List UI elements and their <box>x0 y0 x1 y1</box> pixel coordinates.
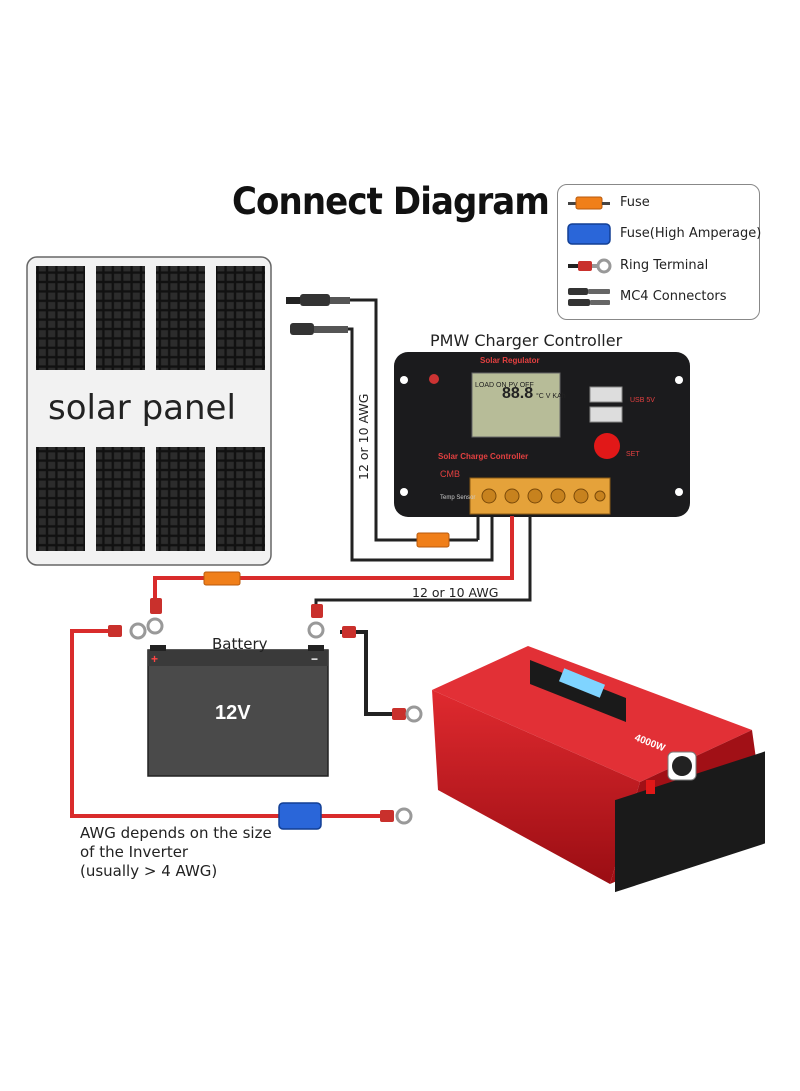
battery-positive-wire <box>153 516 514 610</box>
battery-plus: + <box>151 652 158 666</box>
note-line: of the Inverter <box>80 843 189 861</box>
controller-usb-text: USB 5V <box>630 397 655 404</box>
controller-label: PMW Charger Controller <box>430 331 623 350</box>
inverter-negative-wire <box>340 630 396 716</box>
fuse-high-amperage-icon <box>567 223 611 245</box>
lcd-status-text: LOAD ON PV OFF <box>475 382 534 389</box>
mc4-connectors-icon <box>568 288 610 306</box>
charge-controller: Solar Regulator LOAD ON PV OFF 88.8 °C V… <box>394 352 690 517</box>
pv-positive-wire <box>350 298 426 542</box>
legend-item-mc4-connectors: MC4 Connectors <box>558 285 758 309</box>
controller-top-text: Solar Regulator <box>480 356 540 365</box>
ring-terminal-icon <box>146 598 325 639</box>
lcd-digits: 88.8 <box>502 385 533 402</box>
fuse-icon <box>416 532 450 548</box>
controller-bottom-text: Solar Charge Controller <box>438 452 528 461</box>
battery-voltage: 12V <box>215 702 251 724</box>
battery-negative-wire <box>314 516 532 618</box>
controller-cmb-text: CMB <box>440 469 460 479</box>
legend-label: Ring Terminal <box>620 258 709 273</box>
legend: Fuse Fuse(High Amperage) Ring Terminal M… <box>557 184 762 320</box>
mc4-connector-pair <box>286 294 350 335</box>
legend-label: MC4 Connectors <box>620 289 727 304</box>
diagram-title: Connect Diagram <box>232 180 550 223</box>
ring-terminal-icon <box>380 807 413 825</box>
inverter: 4000W <box>432 646 765 893</box>
controller-temp-text: Temp Sensor <box>440 495 475 501</box>
awg-note: AWG depends on the size of the Inverter … <box>80 824 272 881</box>
solar-panel <box>26 256 272 566</box>
legend-item-ring-terminal: Ring Terminal <box>558 254 758 278</box>
legend-label: Fuse(High Amperage) <box>620 226 762 241</box>
ring-terminal-icon <box>568 258 612 274</box>
awg-label-horizontal: 12 or 10 AWG <box>412 585 499 600</box>
battery: + − <box>147 645 329 777</box>
inverter-positive-wire <box>70 629 282 818</box>
controller-set-text: SET <box>626 451 640 458</box>
lcd-units: °C V KAh <box>536 392 566 400</box>
legend-item-fuse-high-amperage: Fuse(High Amperage) <box>558 222 762 246</box>
ring-terminal-icon <box>392 705 423 723</box>
fuse-icon <box>203 571 241 586</box>
legend-item-fuse: Fuse <box>558 191 758 215</box>
battery-minus: − <box>311 652 318 666</box>
solar-panel-label: solar panel <box>48 388 236 428</box>
note-line: AWG depends on the size <box>80 824 272 842</box>
fuse-icon <box>568 196 610 210</box>
fuse-high-amperage-icon <box>278 802 322 830</box>
awg-label-vertical: 12 or 10 AWG <box>356 393 371 480</box>
legend-label: Fuse <box>620 195 650 210</box>
battery-label: Battery <box>212 635 268 653</box>
note-line: (usually > 4 AWG) <box>80 862 218 880</box>
pv-negative-wire <box>348 327 494 562</box>
